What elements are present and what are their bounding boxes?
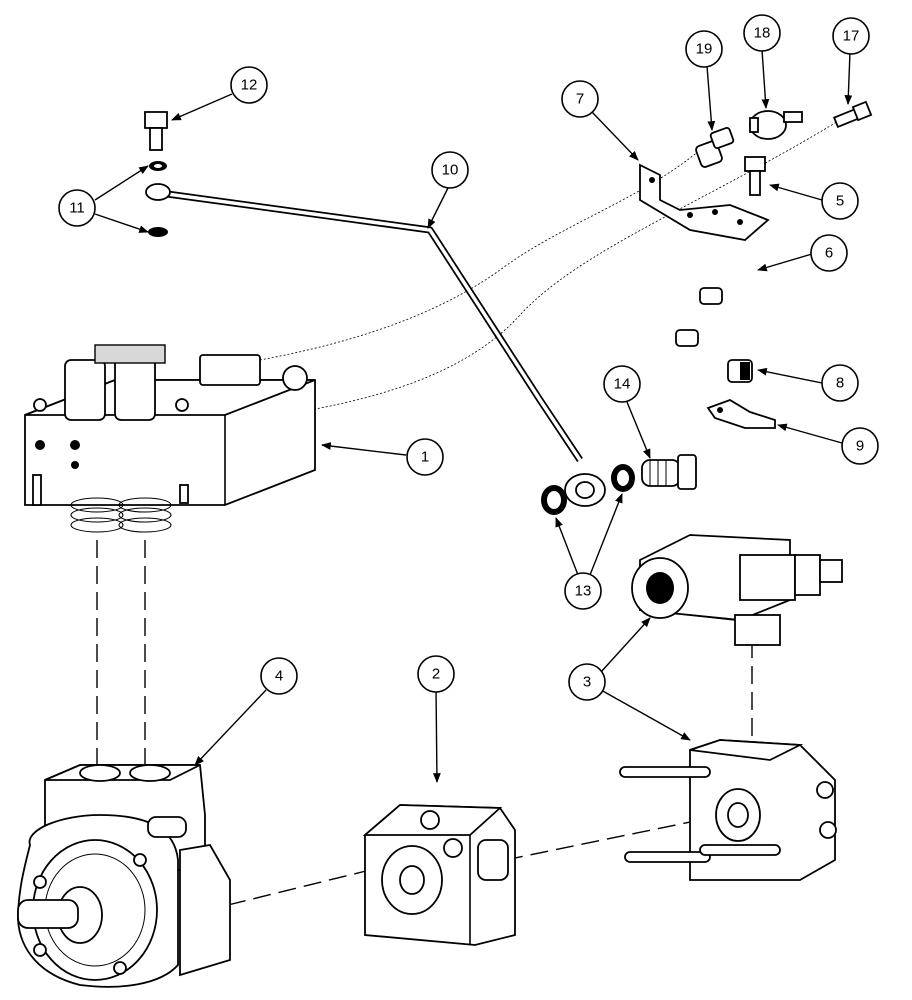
assembly-lines xyxy=(96,119,841,906)
callout-3: 3 xyxy=(568,663,606,701)
part-14-fitting xyxy=(641,454,697,490)
callout-label: 17 xyxy=(843,28,860,45)
part-3-pump-housing xyxy=(619,739,837,881)
callout-18: 18 xyxy=(743,14,781,52)
callout-2: 2 xyxy=(417,655,455,693)
callout-6: 6 xyxy=(810,234,848,272)
callout-1: 1 xyxy=(406,438,444,476)
callout-13: 13 xyxy=(564,572,602,610)
callout-label: 7 xyxy=(576,91,584,108)
callout-10: 10 xyxy=(431,151,469,189)
callout-9: 9 xyxy=(841,427,879,465)
callout-17: 17 xyxy=(832,17,870,55)
callout-4: 4 xyxy=(260,657,298,695)
part-9-clamp xyxy=(706,399,776,429)
callout-7: 7 xyxy=(561,80,599,118)
callout-label: 18 xyxy=(754,25,771,42)
callout-label: 19 xyxy=(696,41,713,58)
callout-label: 3 xyxy=(583,674,591,691)
callout-label: 5 xyxy=(836,193,844,210)
callout-14: 14 xyxy=(603,365,641,403)
callout-19: 19 xyxy=(685,30,723,68)
part-2-gear-pump xyxy=(362,804,516,946)
callout-label: 14 xyxy=(614,376,631,393)
part-12-banjo-bolt xyxy=(144,111,168,151)
callout-label: 11 xyxy=(69,200,85,217)
part-1-valve-block xyxy=(24,344,316,533)
part-19-switch xyxy=(695,127,735,168)
part-8-cap xyxy=(727,359,753,383)
callout-12: 12 xyxy=(230,66,268,104)
part-18-sensor xyxy=(749,110,803,140)
callout-11: 11 xyxy=(58,189,96,227)
callout-label: 1 xyxy=(421,449,429,466)
callout-8: 8 xyxy=(821,364,859,402)
part-6-loop-tube xyxy=(618,252,769,348)
leader-lines xyxy=(94,49,853,783)
part-17-screw xyxy=(832,100,873,129)
part-4-main-pump xyxy=(17,764,231,988)
callout-label: 8 xyxy=(836,375,844,392)
part-3-solenoid-valve xyxy=(631,534,843,646)
callout-label: 6 xyxy=(825,245,833,262)
part-10-tube xyxy=(145,183,606,507)
callout-label: 9 xyxy=(856,438,864,455)
callout-label: 12 xyxy=(241,77,258,94)
callout-5: 5 xyxy=(821,182,859,220)
part-11-washers xyxy=(148,161,168,237)
callout-label: 4 xyxy=(275,668,283,685)
part-7-bracket xyxy=(639,163,770,241)
part-13-seals xyxy=(541,464,635,515)
callout-label: 2 xyxy=(432,666,440,683)
callout-label: 13 xyxy=(575,583,592,600)
callout-label: 10 xyxy=(442,162,459,179)
part-5-bolt xyxy=(744,156,766,196)
